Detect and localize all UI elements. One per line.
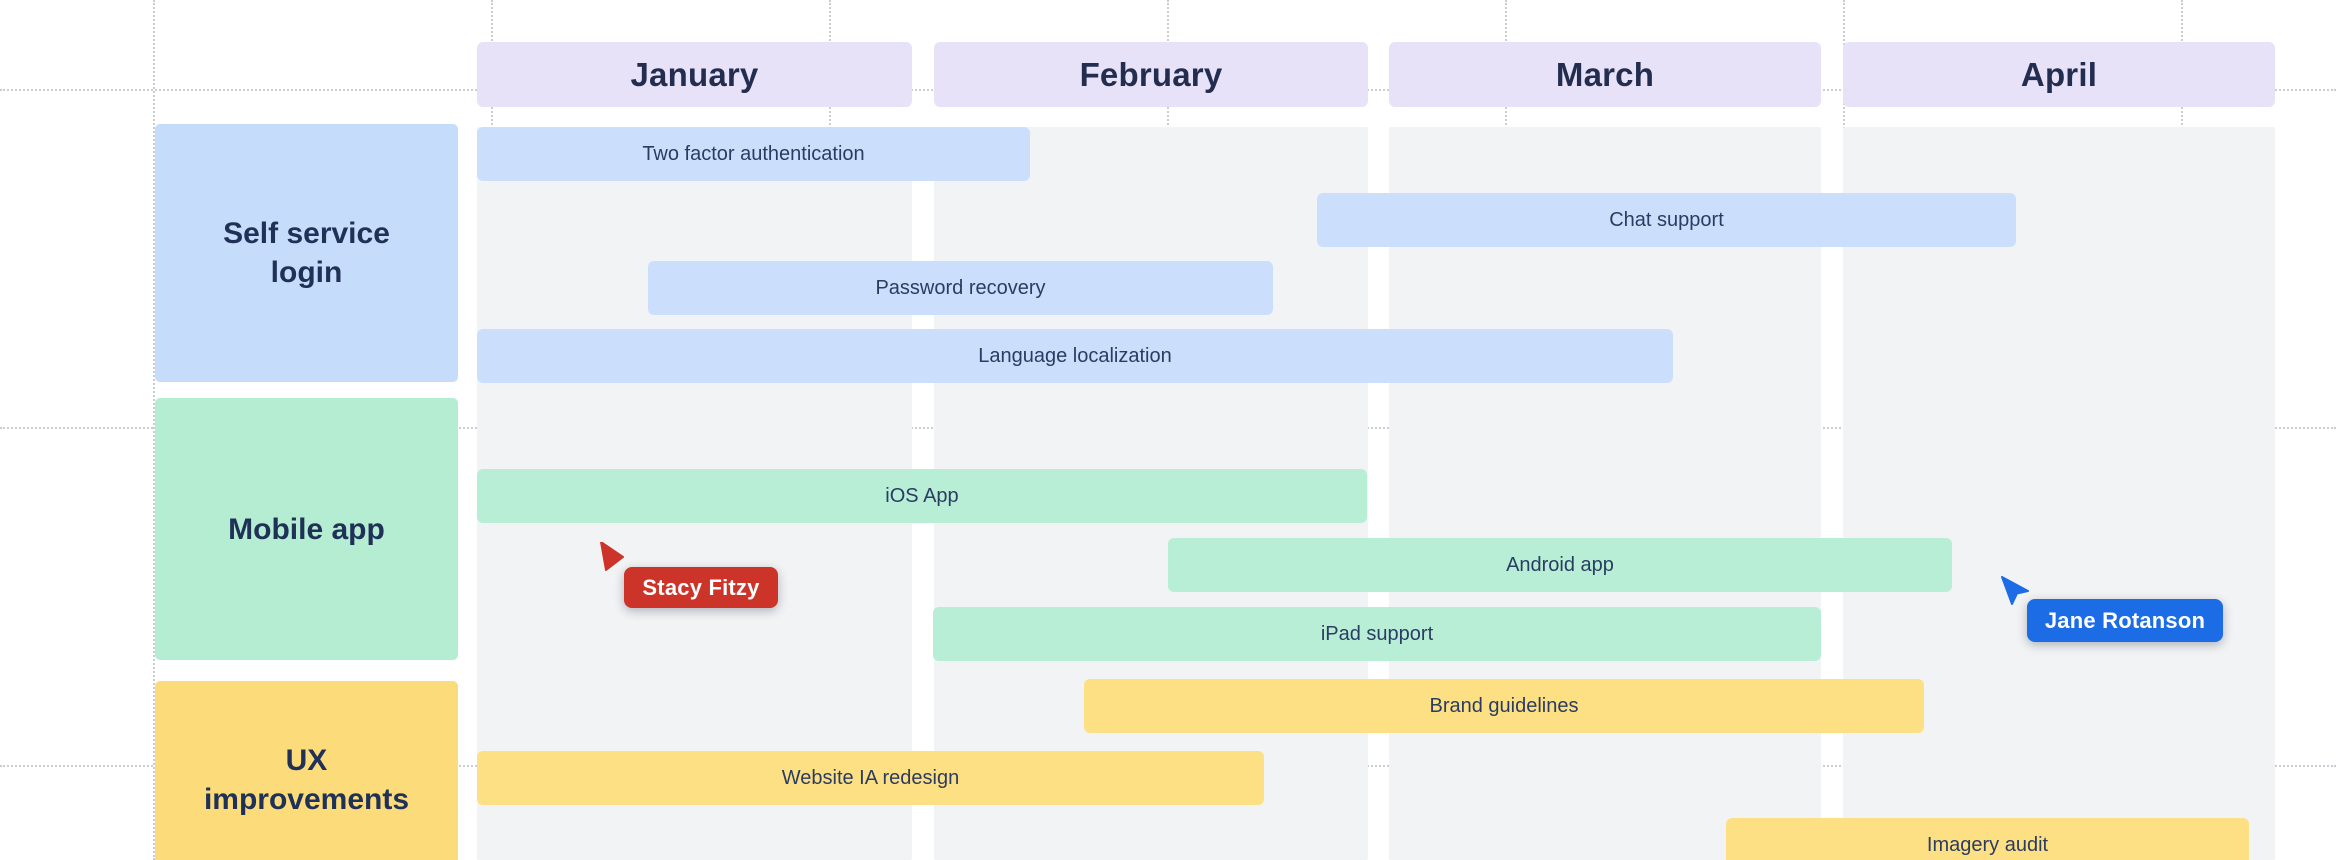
task-bar-label: Password recovery [875,276,1046,299]
task-bar[interactable]: Website IA redesign [477,751,1264,805]
task-bar[interactable]: iPad support [933,607,1821,661]
group-box[interactable]: UX improvements [155,681,458,860]
task-bar-label: iOS App [885,484,959,507]
task-bar[interactable]: Chat support [1317,193,2016,247]
month-header-label: March [1555,55,1655,93]
task-bar-label: Brand guidelines [1429,694,1579,717]
task-bar-label: iPad support [1320,622,1434,645]
month-header[interactable]: March [1389,42,1821,107]
group-label: Self service login [223,217,390,289]
group-label: Mobile app [228,512,385,546]
month-column-background [1843,127,2275,860]
collaborator-name: Stacy Fitzy [642,574,760,600]
task-bar[interactable]: Android app [1168,538,1952,592]
task-bar-label: Chat support [1609,208,1724,231]
group-box[interactable]: Self service login [155,124,458,382]
task-bar[interactable]: Brand guidelines [1084,679,1924,733]
task-bar-label: Imagery audit [1926,833,2049,856]
task-bar-label: Website IA redesign [781,766,960,789]
month-header-label: January [630,55,759,93]
cursor-pointer-icon [600,541,624,571]
collaborator-name-label: Stacy Fitzy [624,567,778,608]
cursor-pointer-icon [2001,576,2029,605]
month-header[interactable]: April [1843,42,2275,107]
month-header-label: April [2020,55,2098,93]
task-bar[interactable]: Two factor authentication [477,127,1030,181]
collaborator-cursor [2001,576,2029,610]
month-column-background [1389,127,1821,860]
group-box[interactable]: Mobile app [155,398,458,660]
task-bar[interactable]: Language localization [477,329,1673,383]
task-bar-label: Android app [1506,553,1614,576]
task-bar[interactable]: Imagery audit [1726,818,2249,860]
task-bar-label: Language localization [978,344,1172,367]
month-header-label: February [1079,55,1223,93]
collaborator-name: Jane Rotanson [2044,607,2206,633]
gridline-vertical [153,0,155,860]
task-bar[interactable]: Password recovery [648,261,1273,315]
group-label: UX improvements [203,744,410,816]
month-header[interactable]: January [477,42,912,107]
collaborator-cursor [600,541,624,576]
task-bar[interactable]: iOS App [477,469,1367,523]
task-bar-label: Two factor authentication [642,142,865,165]
collaborator-name-label: Jane Rotanson [2027,599,2223,642]
month-header[interactable]: February [934,42,1368,107]
